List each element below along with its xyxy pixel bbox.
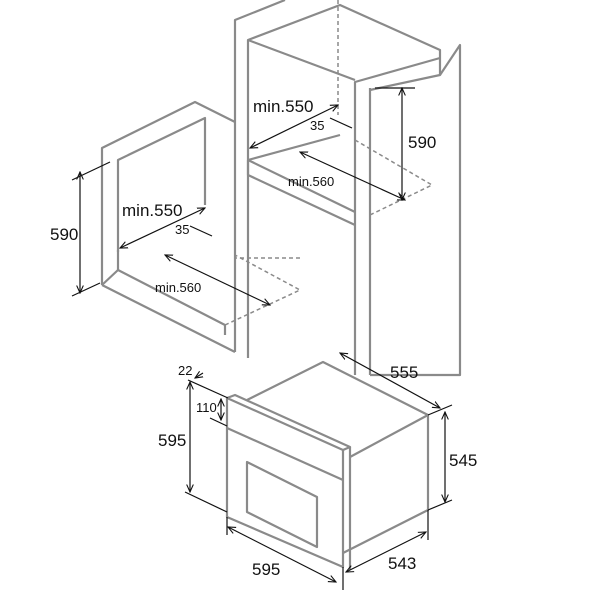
low-depth-label: min.550 [122,201,182,220]
tall-depth-label: min.550 [253,97,313,116]
low-cabinet-dimensions: min.550 35 590 min.560 [50,161,270,305]
front-width-label: 595 [252,560,280,579]
body-height-label: 545 [449,451,477,470]
low-gap-label: 35 [175,222,189,237]
tall-cabinet-dimensions: min.550 35 590 min.560 [250,88,436,200]
oven-dimensions: 22 110 595 555 545 595 543 [158,353,477,590]
low-height-label: 590 [50,225,78,244]
panel-thickness-label: 22 [178,363,192,378]
tall-height-label: 590 [408,133,436,152]
low-width-label: min.560 [155,280,201,295]
front-height-label: 595 [158,431,186,450]
body-width-label: 543 [388,554,416,573]
panel-top-label: 110 [196,400,217,415]
tall-gap-label: 35 [310,118,324,133]
oven-depth-label: 555 [390,363,418,382]
tall-cabinet [233,0,462,377]
oven [225,360,430,570]
low-cabinet [100,100,302,353]
tall-width-label: min.560 [288,174,334,189]
